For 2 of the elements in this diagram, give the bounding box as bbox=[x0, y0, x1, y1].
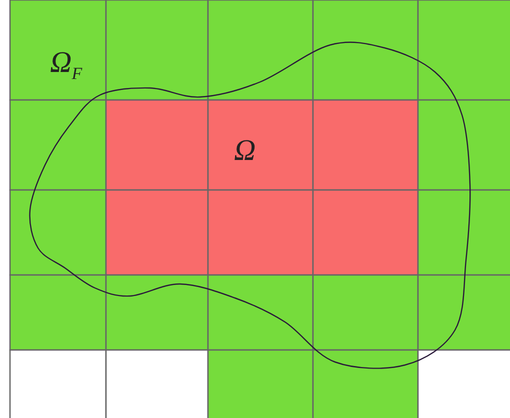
domain-label: Ω$_{F}$ bbox=[50, 48, 82, 82]
domain-label: Ω bbox=[234, 136, 256, 166]
